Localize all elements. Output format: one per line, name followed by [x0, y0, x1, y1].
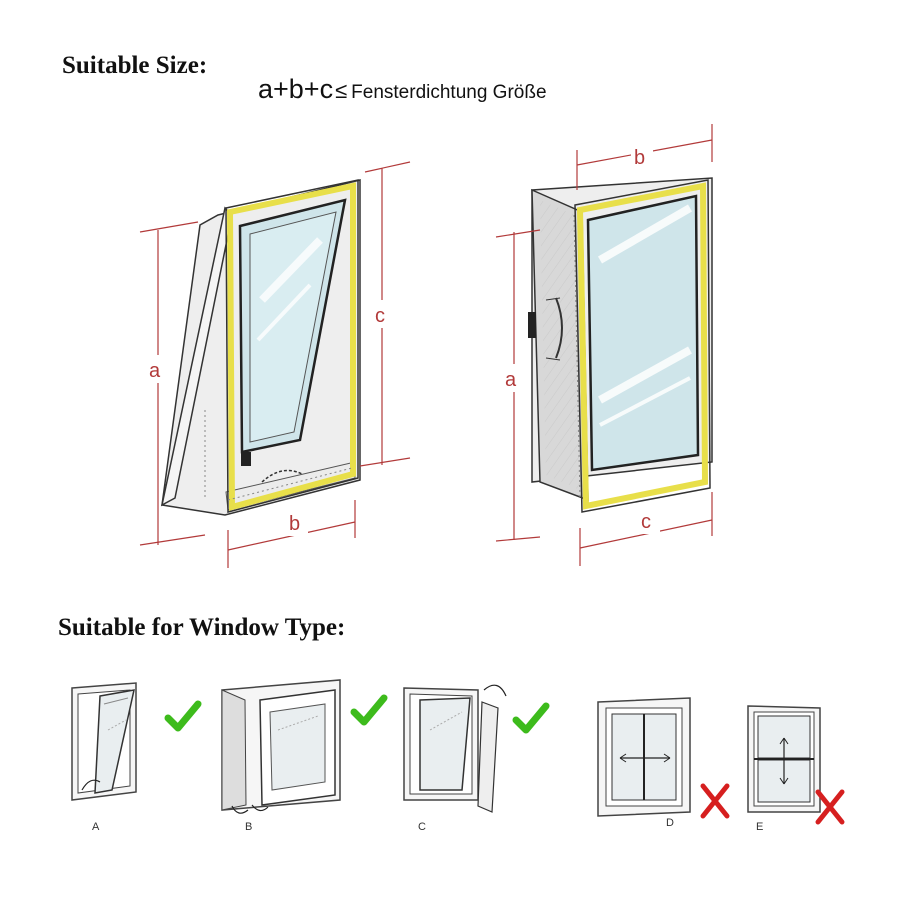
suitable-size-heading: Suitable Size: [62, 52, 208, 79]
casement-window-handle [528, 312, 536, 338]
less-equal-symbol: ≤ [335, 78, 348, 103]
check-icon [512, 702, 550, 734]
casement-dim-label-b: b [634, 147, 645, 169]
window-type-b: B [221, 679, 388, 833]
formula-text: Fensterdichtung Größe [351, 82, 547, 103]
check-icon [350, 694, 388, 726]
tilt-dim-label-a: a [149, 360, 161, 382]
formula-expression: a+b+c [258, 74, 334, 104]
tilt-window-seal-outline [225, 179, 359, 513]
casement-window-diagram: b a c [495, 124, 713, 566]
window-type-label-b: B [245, 821, 252, 833]
tilt-dim-label-c: c [375, 305, 385, 327]
casement-dim-label-a: a [505, 369, 517, 391]
casement-window-seal [576, 182, 709, 510]
casement-window-sash [586, 194, 700, 472]
tilt-dim-label-b: b [289, 513, 300, 535]
window-type-e: E [747, 705, 845, 833]
tilt-window-diagram: a c b [139, 161, 411, 568]
tilt-window-seal [226, 182, 356, 511]
window-type-label-a: A [92, 821, 100, 833]
cross-icon [700, 783, 730, 819]
casement-window-seal-outline [574, 179, 711, 513]
cross-icon [815, 789, 845, 825]
window-type-label-d: D [666, 817, 674, 829]
tilt-window-glass [249, 211, 337, 443]
window-type-c: C [403, 684, 550, 833]
check-icon [164, 700, 202, 732]
window-type-a: A [71, 682, 202, 833]
window-type-heading: Suitable for Window Type: [58, 614, 346, 641]
casement-dim-label-c: c [641, 511, 651, 533]
window-type-d: D [597, 697, 730, 829]
tilt-window-hinge [241, 452, 251, 466]
window-type-label-e: E [756, 821, 763, 833]
window-type-label-c: C [418, 821, 426, 833]
size-formula: a+b+c≤Fensterdichtung Größe [258, 74, 547, 105]
